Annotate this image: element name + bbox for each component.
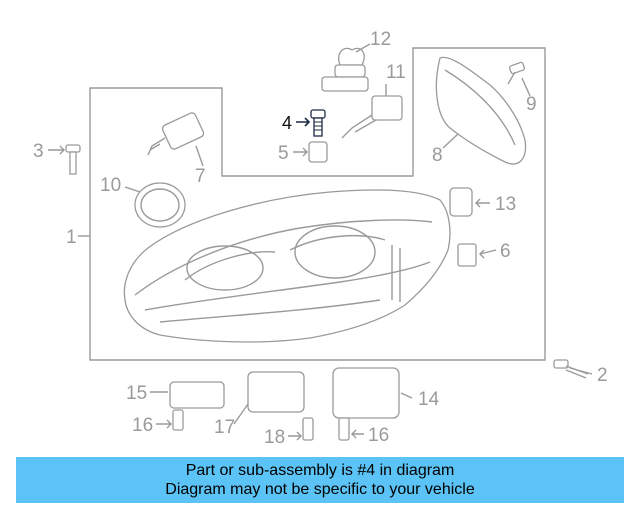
banner-line-2: Diagram may not be specific to your vehi… (165, 481, 475, 498)
screw-18 (302, 417, 314, 441)
callout-16-right: 16 (368, 425, 389, 446)
screw-16-left (172, 409, 184, 431)
callout-17: 17 (214, 417, 235, 438)
callout-6: 6 (500, 241, 511, 262)
callout-7: 7 (195, 166, 206, 187)
screw-2 (553, 359, 589, 379)
headlight-assembly (123, 189, 451, 343)
callout-12: 12 (370, 29, 391, 50)
bulb-12 (321, 47, 369, 92)
callout-3: 3 (33, 141, 44, 162)
callout-15: 15 (126, 383, 147, 404)
callout-13: 13 (495, 194, 516, 215)
callout-14: 14 (418, 389, 440, 410)
module-17 (247, 371, 305, 413)
callout-8: 8 (432, 145, 443, 166)
bulb-11 (341, 95, 403, 139)
nut-5 (308, 141, 328, 163)
bulb-ring (134, 182, 186, 228)
bulb-socket (147, 112, 205, 156)
callout-9: 9 (526, 94, 537, 115)
callout-4: 4 (282, 113, 292, 133)
banner-line-1: Part or sub-assembly is #4 in diagram (185, 462, 455, 479)
callout-10: 10 (100, 175, 121, 196)
cover-8 (435, 56, 527, 165)
callout-11: 11 (386, 62, 406, 83)
module-14 (332, 367, 400, 419)
callout-5: 5 (278, 143, 289, 164)
screw-16-right (338, 417, 350, 441)
module-15 (169, 381, 225, 409)
callout-2: 2 (597, 365, 608, 386)
bolt-4 (310, 109, 326, 137)
callout-16-left: 16 (132, 415, 153, 436)
clip-6 (457, 243, 477, 267)
info-banner: Part or sub-assembly is #4 in diagram Di… (16, 457, 624, 503)
assembly-outline (89, 47, 546, 361)
callout-18: 18 (264, 427, 285, 448)
connector-13 (449, 187, 473, 217)
screw-3 (65, 144, 81, 175)
callout-1: 1 (66, 227, 77, 248)
screw-9 (507, 61, 526, 85)
